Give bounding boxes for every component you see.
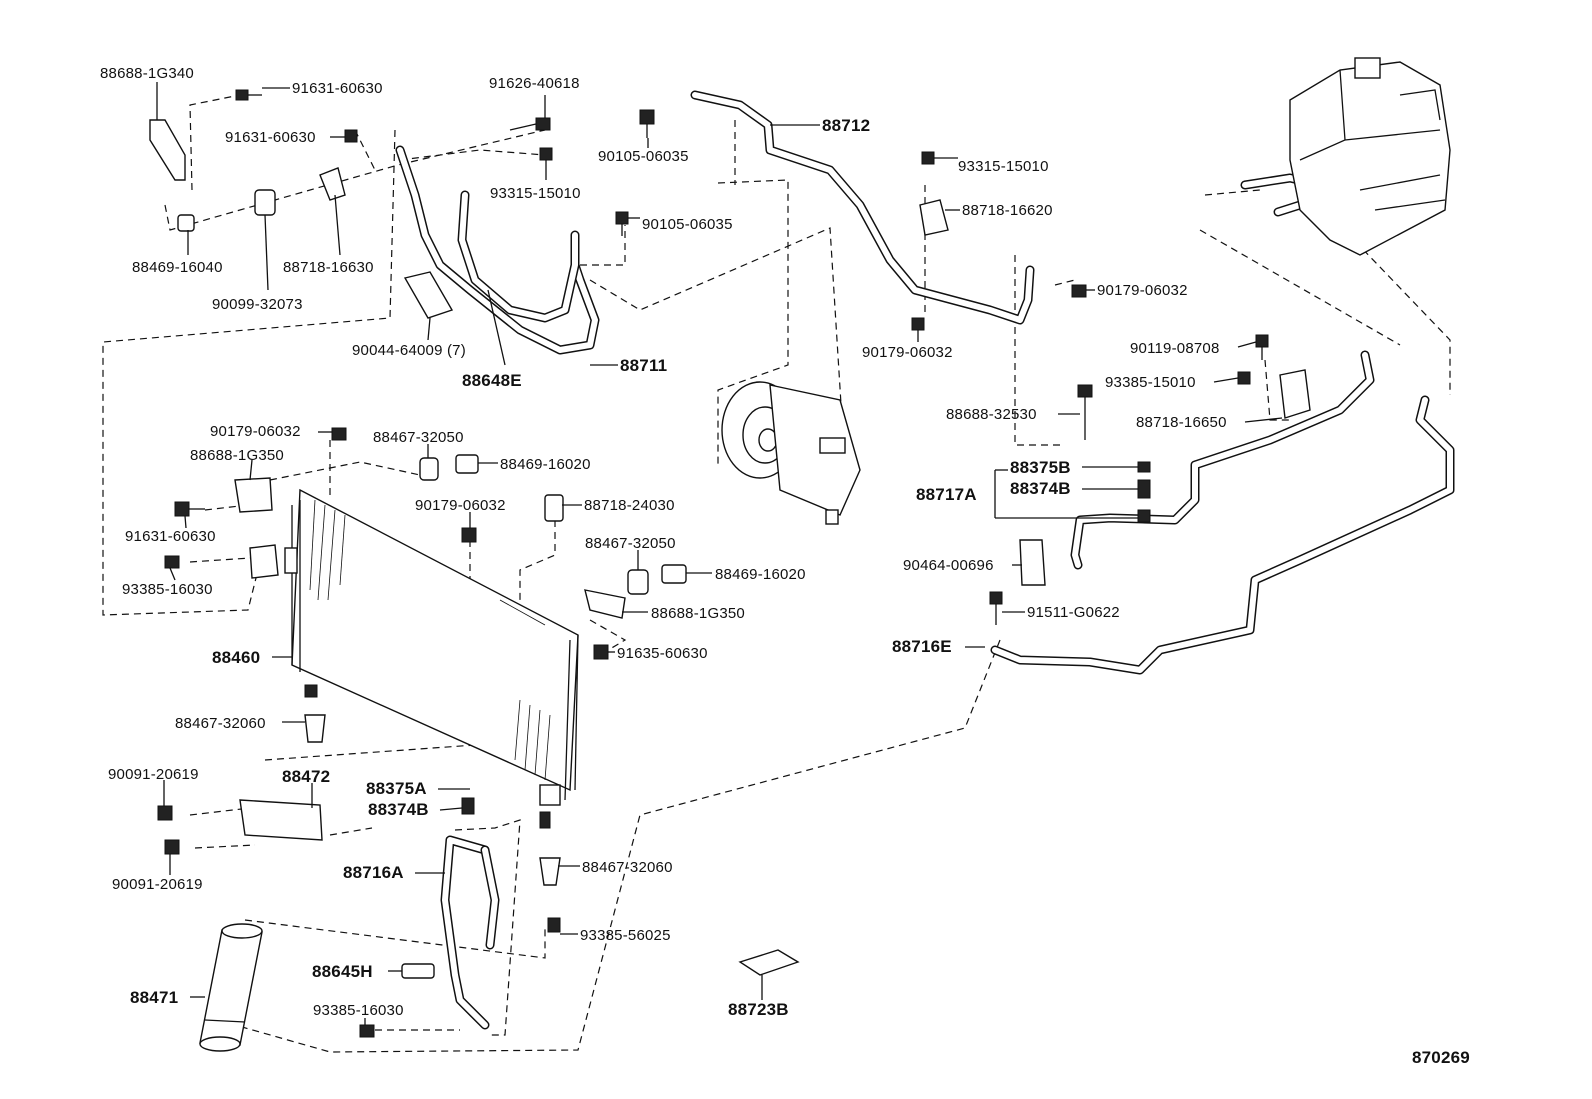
receiver-dryer-88471: [199, 923, 263, 1052]
callout-88469-16020-mid: 88469-16020: [715, 566, 806, 583]
callout-88460: 88460: [212, 648, 260, 667]
callout-90179-06032-right: 90179-06032: [1097, 282, 1188, 299]
callout-88375A: 88375A: [366, 779, 427, 798]
callout-88467-32060-left: 88467-32060: [175, 715, 266, 732]
callout-90105-06035-top: 90105-06035: [598, 148, 689, 165]
callout-88374B-right: 88374B: [1010, 479, 1071, 498]
callout-88648E: 88648E: [462, 371, 522, 390]
callout-93385-56025: 93385-56025: [580, 927, 671, 944]
callout-90044-64009: 90044-64009 (7): [352, 342, 466, 359]
callout-88467-32050-top: 88467-32050: [373, 429, 464, 446]
pipes: [395, 90, 1455, 1030]
callout-88718-16620: 88718-16620: [962, 202, 1053, 219]
callout-88467-32050-mid: 88467-32050: [585, 535, 676, 552]
callout-88469-16040: 88469-16040: [132, 259, 223, 276]
callout-88718-16630: 88718-16630: [283, 259, 374, 276]
callout-90179-06032-left: 90179-06032: [210, 423, 301, 440]
callout-88374B-left: 88374B: [368, 800, 429, 819]
callout-90105-06035-mid: 90105-06035: [642, 216, 733, 233]
callout-88688-32530: 88688-32530: [946, 406, 1037, 423]
callout-88718-24030: 88718-24030: [584, 497, 675, 514]
callout-labels: 88688-1G340 91631-60630 91631-60630 8846…: [100, 65, 1470, 1067]
callout-90464-00696: 90464-00696: [903, 557, 994, 574]
callout-88718-16650: 88718-16650: [1136, 414, 1227, 431]
callout-91631-60630-mid: 91631-60630: [225, 129, 316, 146]
callout-88467-32060-right: 88467-32060: [582, 859, 673, 876]
leaders: [156, 82, 1283, 1025]
callout-88469-16020-top: 88469-16020: [500, 456, 591, 473]
callout-90099-32073: 90099-32073: [212, 296, 303, 313]
callout-93385-15010: 93385-15010: [1105, 374, 1196, 391]
callout-88723B: 88723B: [728, 1000, 789, 1019]
callout-93385-16030-bottom: 93385-16030: [313, 1002, 404, 1019]
callout-91626-40618: 91626-40618: [489, 75, 580, 92]
callout-91631-60630-top: 91631-60630: [292, 80, 383, 97]
callout-90179-06032-mid: 90179-06032: [415, 497, 506, 514]
condenser-88460: [284, 488, 579, 806]
callout-90179-06032-center: 90179-06032: [862, 344, 953, 361]
callout-93315-15010-left: 93315-15010: [490, 185, 581, 202]
callout-93385-16030-top: 93385-16030: [122, 581, 213, 598]
hardware: [149, 89, 1311, 1038]
callout-88375B-right: 88375B: [1010, 458, 1071, 477]
callout-88688-1G350-right: 88688-1G350: [651, 605, 745, 622]
callout-88716A: 88716A: [343, 863, 404, 882]
dashed-guides: [102, 94, 1451, 1053]
callout-91635-60630: 91635-60630: [617, 645, 708, 662]
compressor: [721, 381, 861, 525]
callout-91511-G0622: 91511-G0622: [1027, 604, 1120, 621]
callout-88711: 88711: [620, 356, 667, 375]
evaporator-unit: [1289, 57, 1451, 256]
diagram-code: 870269: [1412, 1048, 1470, 1067]
callout-88688-1G350-left: 88688-1G350: [190, 447, 284, 464]
callout-88717A: 88717A: [916, 485, 977, 504]
callout-90119-08708: 90119-08708: [1130, 340, 1220, 357]
callout-88471: 88471: [130, 988, 178, 1007]
callout-88688-1G340: 88688-1G340: [100, 65, 194, 82]
callout-88645H: 88645H: [312, 962, 373, 981]
callout-91631-60630-low: 91631-60630: [125, 528, 216, 545]
callout-88472: 88472: [282, 767, 330, 786]
callout-90091-20619-top: 90091-20619: [108, 766, 199, 783]
callout-88712: 88712: [822, 116, 870, 135]
callout-88716E: 88716E: [892, 637, 952, 656]
callout-93315-15010-right: 93315-15010: [958, 158, 1049, 175]
callout-90091-20619-bottom: 90091-20619: [112, 876, 203, 893]
